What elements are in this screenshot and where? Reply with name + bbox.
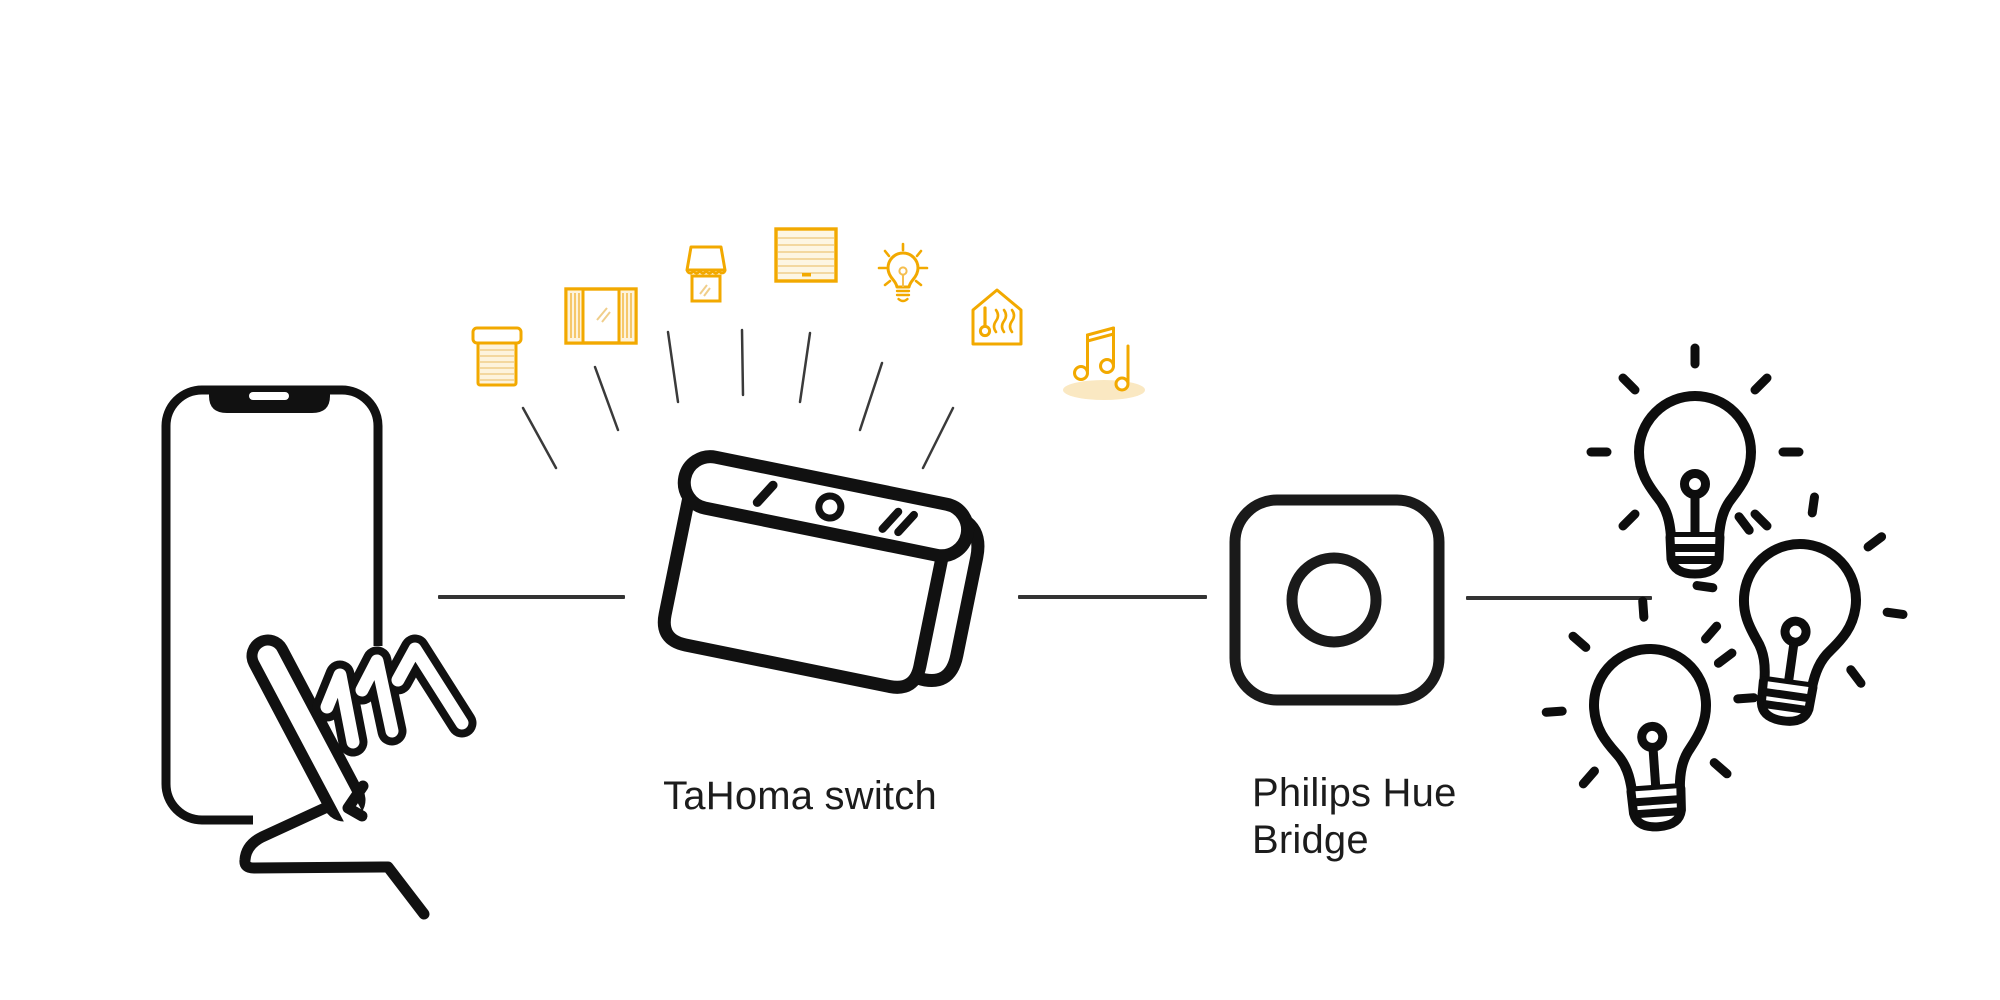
hue-bridge-label: Philips Hue Bridge — [1252, 770, 1532, 864]
tahoma-switch-device — [657, 450, 985, 694]
hue-bridge-label-line1: Philips Hue — [1252, 771, 1457, 815]
hue-bulb-3 — [1539, 594, 1762, 834]
connector-bridge-to-bulbs — [1466, 596, 1652, 600]
window-curtains-icon — [564, 287, 638, 345]
smartphone-frame — [161, 385, 383, 825]
light-bulb-yellow-icon — [877, 242, 929, 303]
hue-bulbs-cluster — [1530, 340, 1920, 870]
symbol-my — [815, 492, 845, 522]
hue-bulb-1 — [1591, 348, 1799, 574]
awning-icon — [685, 245, 727, 303]
hue-bridge-device — [1229, 494, 1445, 706]
connector-switch-to-bridge — [1018, 595, 1207, 599]
hue-bridge-button — [1286, 552, 1382, 648]
connector-phone-to-switch — [438, 595, 625, 599]
radiating-lines — [521, 328, 955, 470]
music-icon — [1063, 326, 1145, 400]
symbol-down — [878, 507, 918, 537]
garage-door-icon — [774, 227, 838, 283]
roller-shutter-icon — [471, 326, 523, 387]
tahoma-switch-label: TaHoma switch — [663, 774, 937, 818]
phone-speaker-slit — [249, 392, 289, 400]
pointing-hand — [239, 634, 477, 920]
smartphone-with-hand — [161, 385, 477, 920]
symbol-up — [752, 480, 778, 507]
heating-icon — [971, 288, 1023, 346]
hue-bridge-label-line2: Bridge — [1252, 818, 1369, 863]
switch-power-symbols — [752, 480, 918, 537]
